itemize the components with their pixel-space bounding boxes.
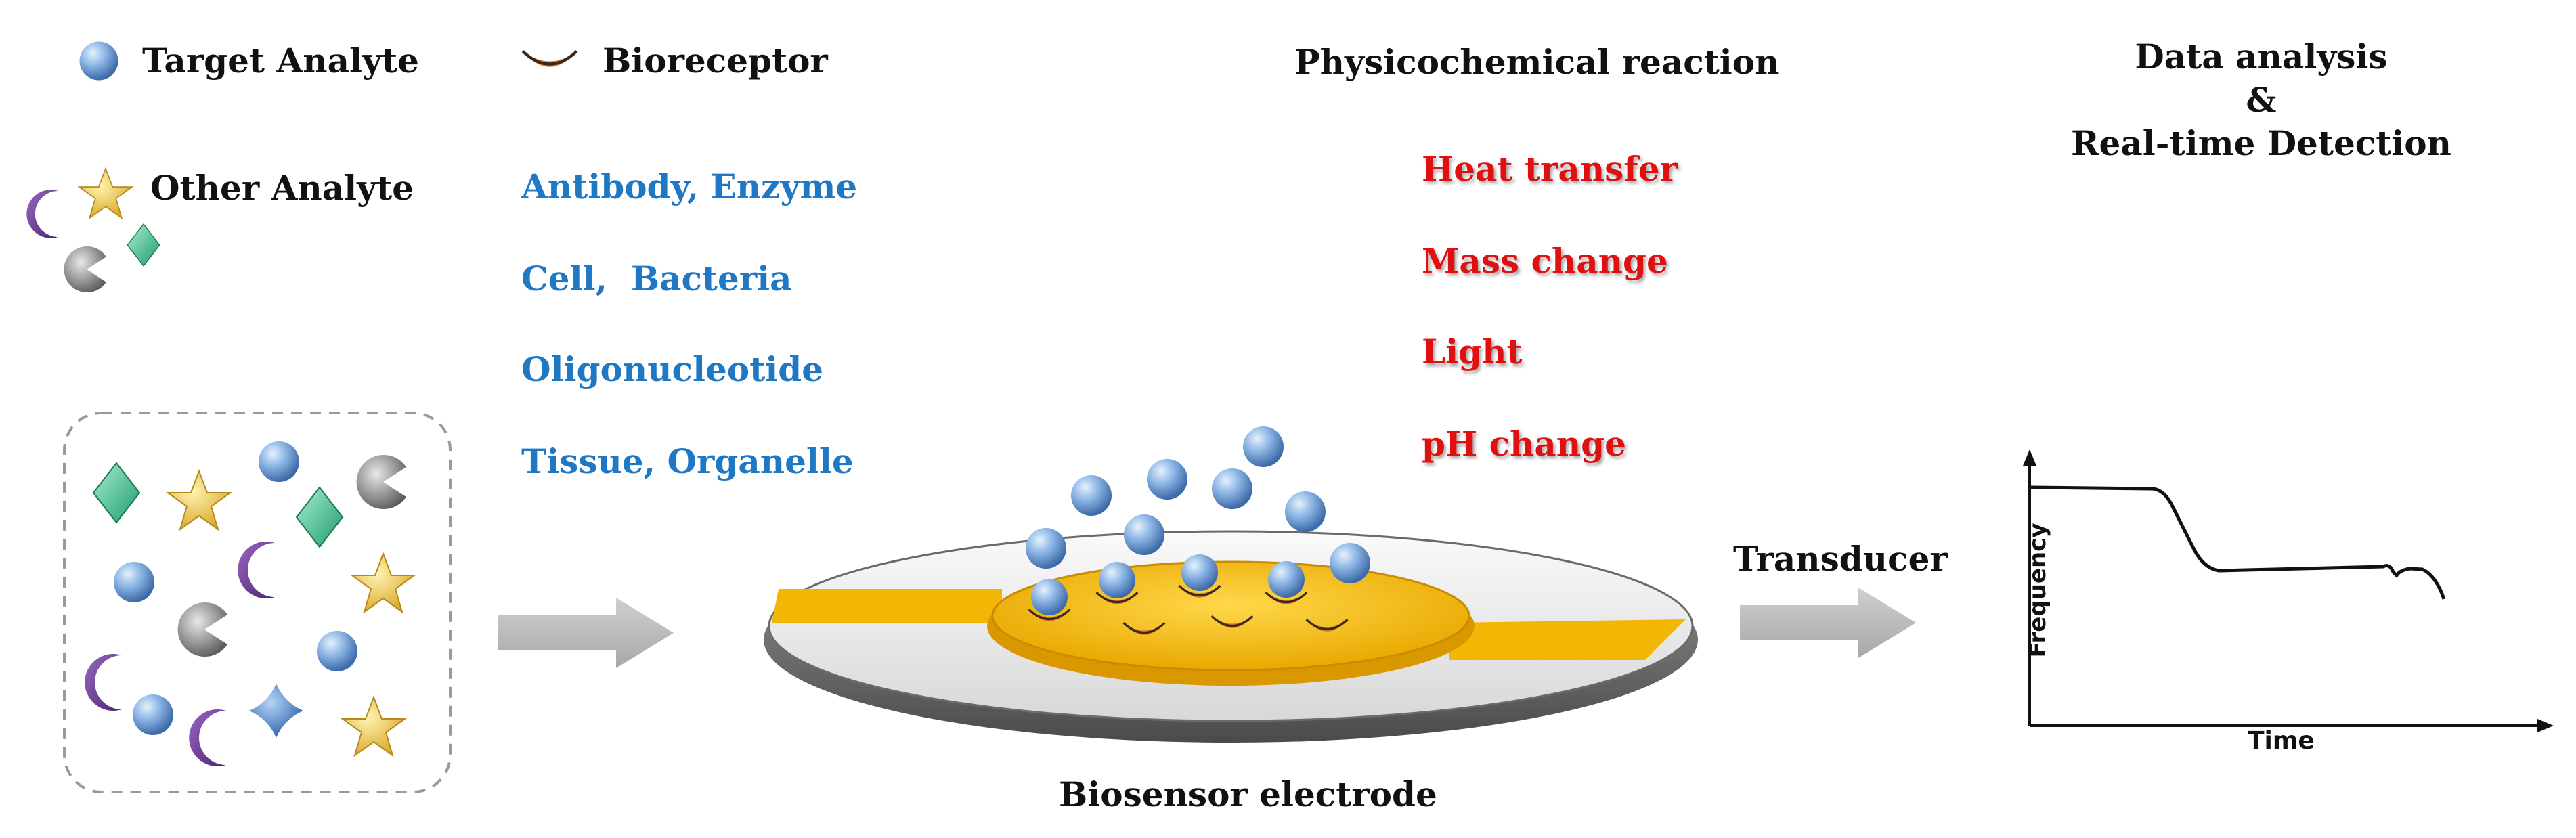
graph-y-label: Frequency <box>2024 523 2051 658</box>
reaction-title: Physicochemical reaction <box>1294 42 1780 82</box>
output-title: Data analysis & Real-time Detection <box>2031 35 2491 165</box>
reaction-item: pH change <box>1422 424 1626 464</box>
output-title-line: Data analysis <box>2135 37 2388 76</box>
bioreceptor-icon <box>523 51 577 67</box>
target-analyte-icon <box>79 41 118 81</box>
electrode-label: Biosensor electrode <box>1059 774 1437 814</box>
reaction-item: Light <box>1422 332 1523 372</box>
frequency-time-graph <box>2023 449 2554 732</box>
bioreceptor-type-item: Tissue, Organelle <box>521 441 854 481</box>
bioreceptor-type-item: Oligonucleotide <box>521 349 824 389</box>
graph-x-label: Time <box>2248 727 2315 755</box>
blue-cross-icon <box>249 684 303 738</box>
other-analyte-icon <box>26 168 160 292</box>
bioreceptor-label: Bioreceptor <box>603 41 828 81</box>
bioreceptor-type-item: Antibody, Enzyme <box>521 167 858 206</box>
reaction-item: Mass change <box>1422 241 1668 281</box>
sample-box <box>63 412 452 793</box>
transducer-label: Transducer <box>1733 539 1948 579</box>
output-title-line: Real-time Detection <box>2070 123 2452 163</box>
other-analyte-label: Other Analyte <box>150 168 414 208</box>
target-analyte-label: Target Analyte <box>142 41 419 81</box>
biosensor-electrode-icon <box>764 530 1698 743</box>
output-title-line: & <box>2246 80 2277 120</box>
bioreceptor-type-item: Cell, Bacteria <box>521 259 792 299</box>
arrow-to-electrode-icon <box>498 598 674 668</box>
frequency-curve <box>2030 485 2446 600</box>
sample-analytes <box>85 441 415 766</box>
arrow-to-graph-icon <box>1740 588 1916 658</box>
reaction-item: Heat transfer <box>1422 149 1678 189</box>
